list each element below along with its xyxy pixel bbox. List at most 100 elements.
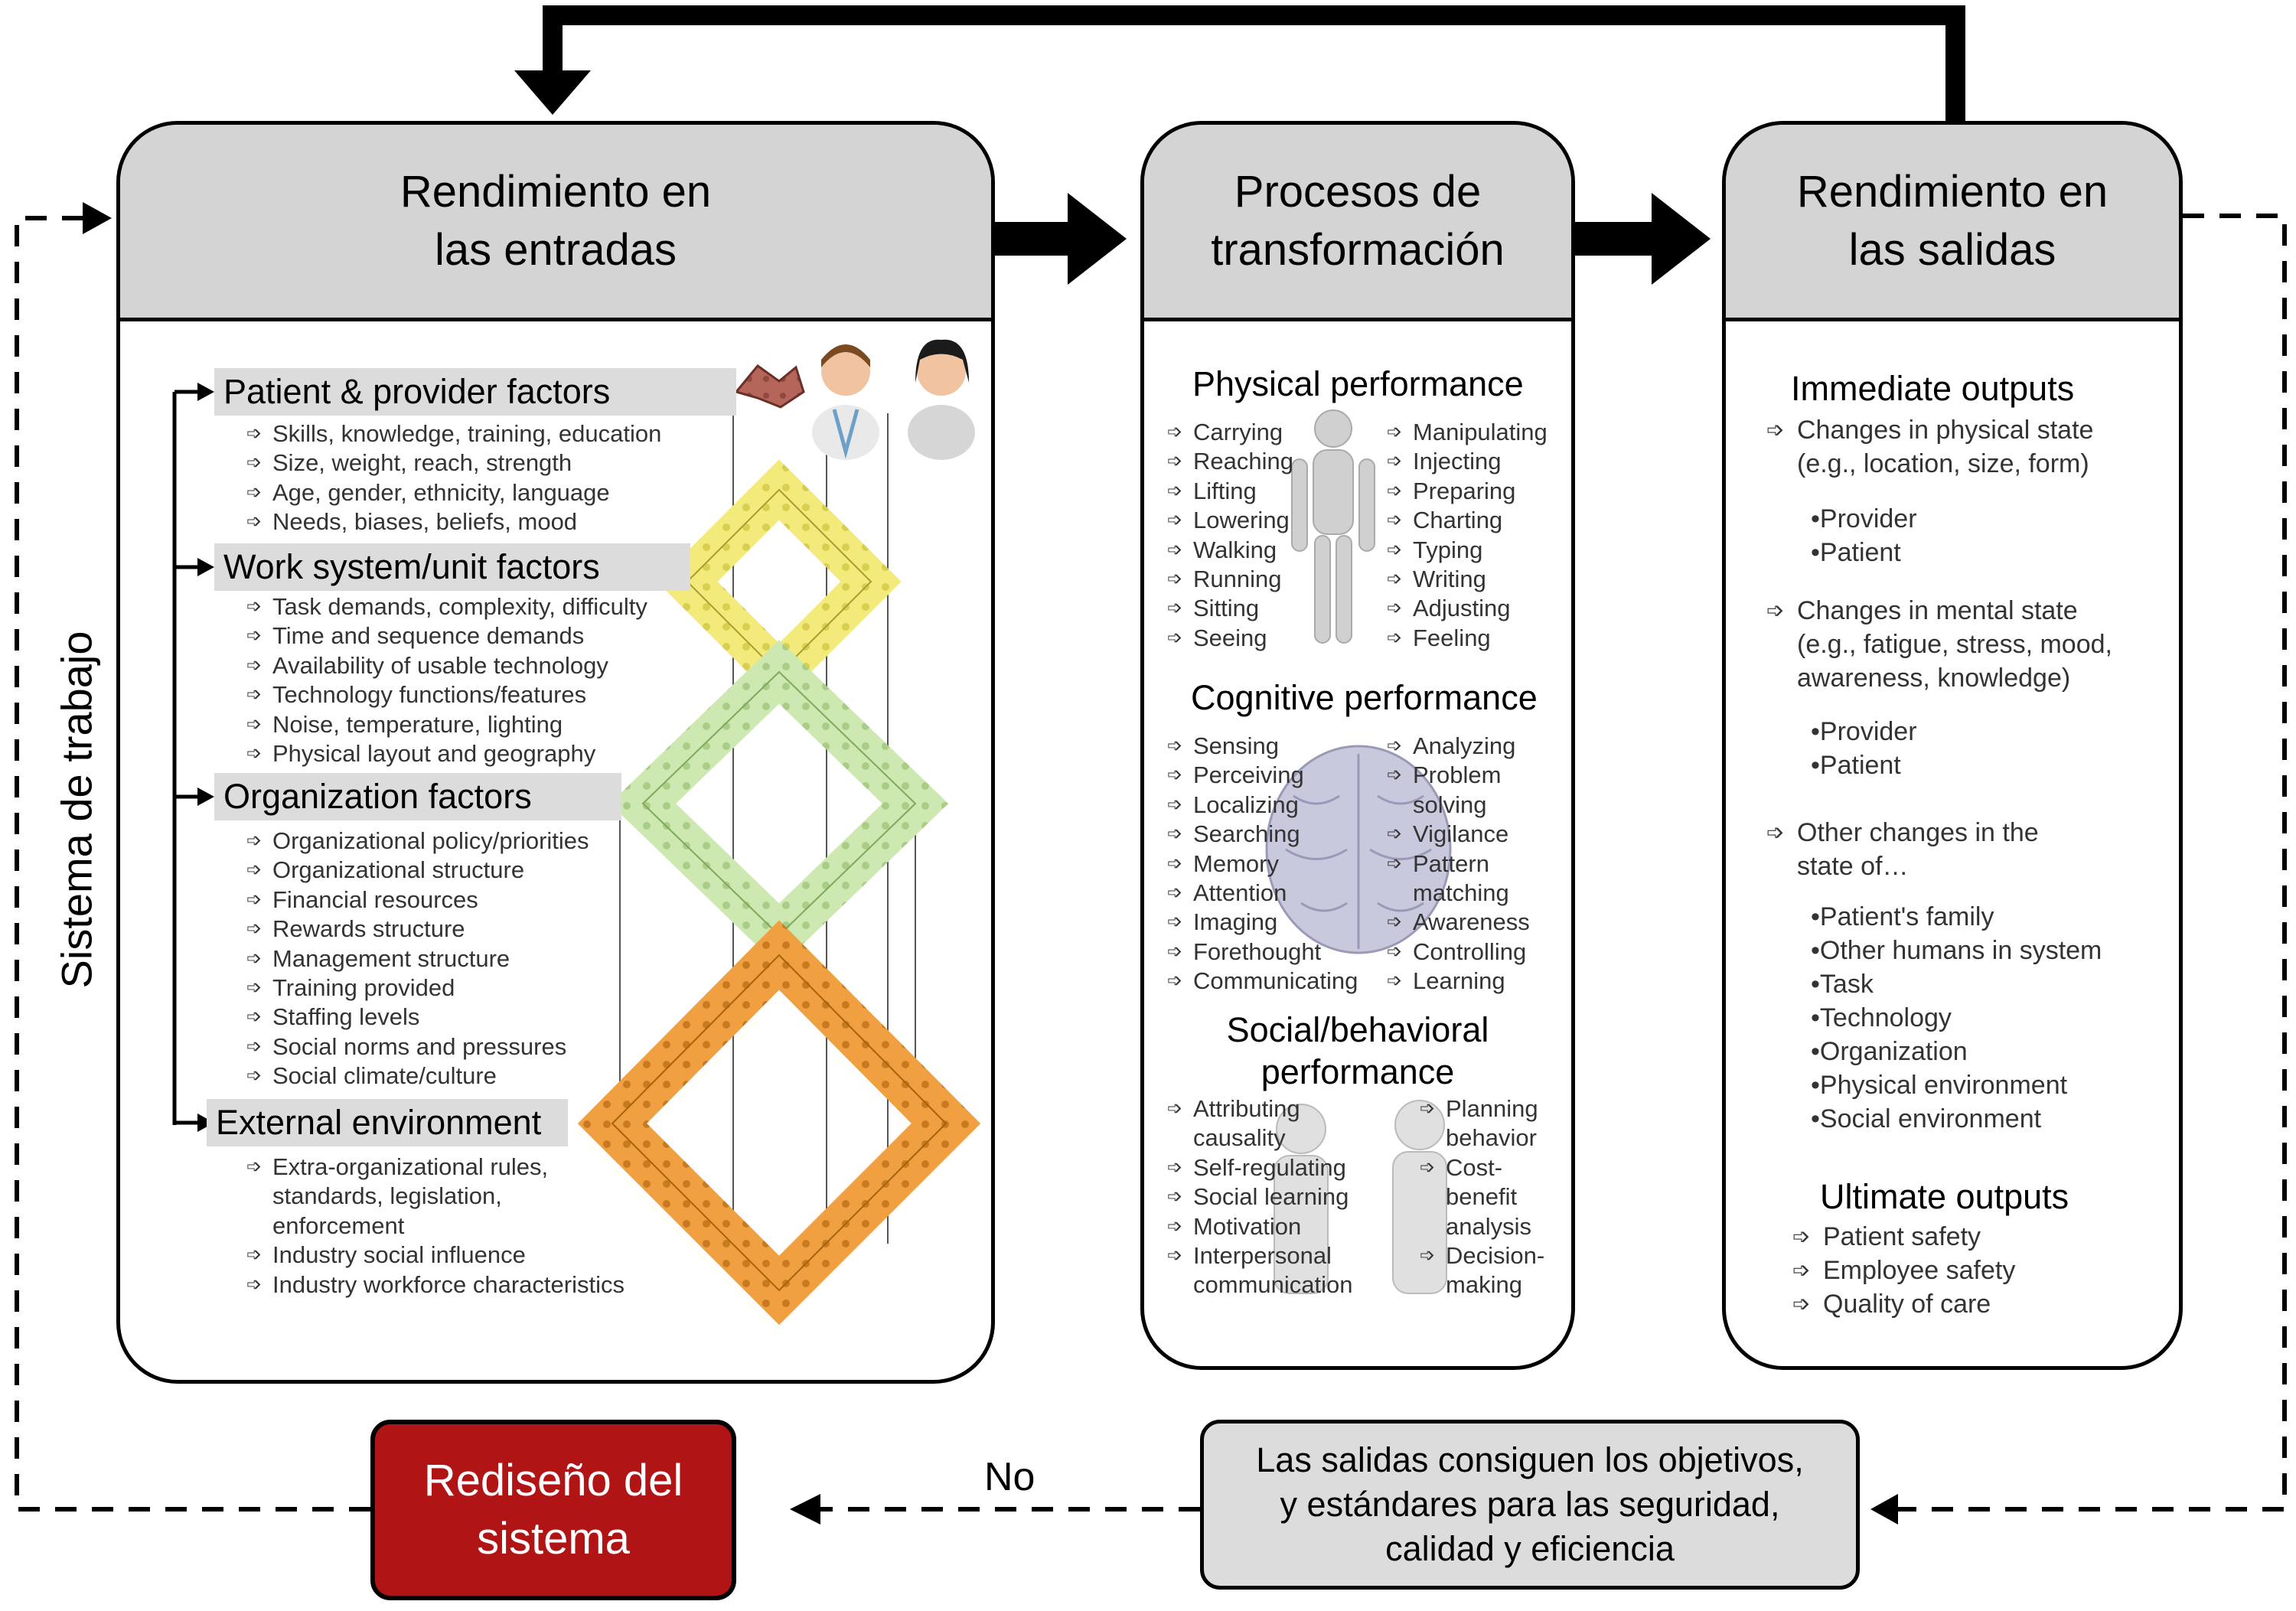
mental-state-sub: Provider Patient bbox=[1811, 715, 1917, 782]
list-item: Organization bbox=[1811, 1035, 2102, 1068]
list-item: ➩Social learning bbox=[1167, 1183, 1349, 1211]
arrow-bullet-icon: ➩ bbox=[1792, 1225, 1811, 1248]
list-item: ➩Employee safety bbox=[1792, 1254, 2015, 1287]
list-item: ➩Planning bbox=[1420, 1095, 1538, 1122]
list-item: Noise, temperature, lighting bbox=[246, 710, 647, 740]
inputs-title-line2: las entradas bbox=[435, 225, 677, 275]
list-item: Skills, knowledge, training, education bbox=[246, 419, 661, 449]
list-item: Perceiving bbox=[1167, 761, 1358, 791]
list-item: Charting bbox=[1387, 506, 1548, 536]
dashed-arrowhead-to-decision bbox=[1870, 1494, 1898, 1525]
process-title-line1: Procesos de bbox=[1234, 167, 1482, 217]
list-item: Social norms and pressures bbox=[246, 1032, 589, 1062]
outputs-header: Rendimiento en las salidas bbox=[1726, 125, 2179, 321]
list-item: Lowering bbox=[1167, 506, 1293, 536]
list-item: Rewards structure bbox=[246, 915, 589, 944]
list-item: Searching bbox=[1167, 820, 1358, 850]
decision-line3: calidad y eficiencia bbox=[1385, 1529, 1675, 1568]
list-item: Availability of usable technology bbox=[246, 651, 647, 681]
group-heading-organization: Organization factors bbox=[214, 773, 621, 820]
other-changes-sub: Patient's family Other humans in system … bbox=[1811, 900, 2102, 1136]
list-item: Memory bbox=[1167, 850, 1358, 879]
list-item: ➩Learning bbox=[1387, 967, 1505, 995]
list-item: Carrying bbox=[1167, 418, 1293, 448]
list-item: Social climate/culture bbox=[246, 1061, 589, 1091]
list-item: Size, weight, reach, strength bbox=[246, 448, 661, 478]
list-item: ➩Quality of care bbox=[1792, 1287, 2015, 1321]
patient-provider-items: Skills, knowledge, training, education S… bbox=[246, 419, 661, 537]
list-item: Provider bbox=[1811, 502, 1917, 536]
redesign-line2: sistema bbox=[477, 1514, 630, 1564]
physical-state-sub: Provider Patient bbox=[1811, 502, 1917, 569]
list-item: Sensing bbox=[1167, 732, 1358, 761]
puzzle-stack-graphic bbox=[577, 364, 981, 1326]
redesign-line1: Rediseño del bbox=[423, 1456, 683, 1505]
list-item: Walking bbox=[1167, 536, 1293, 566]
list-item: Running bbox=[1167, 565, 1293, 595]
list-item: Task demands, complexity, difficulty bbox=[246, 592, 647, 622]
list-item: Typing bbox=[1387, 536, 1548, 566]
list-item: Organizational policy/priorities bbox=[246, 827, 589, 856]
external-items: ➩Extra-organizational rules, standards, … bbox=[246, 1153, 625, 1300]
cognitive-right-items: ➩Analyzing ➩Problem solving ➩Vigilance ➩… bbox=[1387, 732, 1530, 996]
list-item: Provider bbox=[1811, 715, 1917, 748]
list-item: ➩Controlling bbox=[1387, 938, 1527, 965]
list-item: Patient bbox=[1811, 536, 1917, 569]
list-item-continuation: causality bbox=[1193, 1124, 1286, 1152]
list-item-continuation: enforcement bbox=[272, 1212, 405, 1239]
social-left-items: ➩Attributing causality ➩Self-regulating … bbox=[1167, 1094, 1352, 1300]
decision-line1: Las salidas consiguen los objetivos, bbox=[1256, 1440, 1804, 1479]
doctor-icon bbox=[812, 344, 879, 460]
list-item: ➩Vigilance bbox=[1387, 820, 1509, 848]
list-item: Attention bbox=[1167, 879, 1358, 908]
decision-line2: y estándares para las seguridad, bbox=[1280, 1485, 1780, 1524]
list-item: ➩Analyzing bbox=[1387, 732, 1516, 759]
arrow-bullet-icon: ➩ bbox=[1766, 418, 1785, 442]
physical-right-items: Manipulating Injecting Preparing Chartin… bbox=[1387, 418, 1548, 654]
process-title-line2: transformación bbox=[1211, 225, 1505, 275]
decision-box: Las salidas consiguen los objetivos, y e… bbox=[1200, 1420, 1860, 1590]
list-item: Training provided bbox=[246, 973, 589, 1003]
social-heading-line2: performance bbox=[1261, 1052, 1455, 1091]
ultimate-outputs-heading: Ultimate outputs bbox=[1820, 1177, 2069, 1216]
outputs-title-line2: las salidas bbox=[1848, 225, 2056, 275]
human-body-icon bbox=[1291, 409, 1375, 644]
dashed-feedback-loop bbox=[15, 214, 2287, 1512]
list-item: ➩Awareness bbox=[1387, 908, 1530, 936]
flow-arrow-inputs-to-process bbox=[995, 193, 1127, 285]
list-item: Patient's family bbox=[1811, 900, 2102, 934]
list-item: Physical layout and geography bbox=[246, 739, 647, 769]
list-item: Lifting bbox=[1167, 477, 1293, 507]
list-item: Sitting bbox=[1167, 594, 1293, 624]
arrow-bullet-icon: ➩ bbox=[1766, 598, 1785, 622]
list-item-continuation: behavior bbox=[1446, 1124, 1537, 1152]
list-item: ➩Interpersonal bbox=[1167, 1242, 1332, 1270]
list-item: ➩Cost- bbox=[1420, 1153, 1503, 1181]
list-item: ➩Industry social influence bbox=[246, 1241, 526, 1269]
list-item: ➩Extra-organizational rules, bbox=[246, 1153, 549, 1180]
group-heading-patient-provider: Patient & provider factors bbox=[214, 368, 736, 416]
list-item: ➩Self-regulating bbox=[1167, 1153, 1346, 1181]
list-item: Localizing bbox=[1167, 791, 1358, 820]
arrow-bullet-icon: ➩ bbox=[1792, 1258, 1811, 1282]
list-item-continuation: solving bbox=[1413, 791, 1487, 818]
work-system-items: Task demands, complexity, difficulty Tim… bbox=[246, 592, 647, 769]
cognitive-performance-heading: Cognitive performance bbox=[1191, 678, 1538, 717]
physical-state-item: ➩ Changes in physical state (e.g., locat… bbox=[1766, 413, 2093, 481]
list-item: Social environment bbox=[1811, 1102, 2102, 1136]
people-interaction-icon bbox=[1274, 1100, 1447, 1294]
outputs-box: Rendimiento en las salidas bbox=[1722, 121, 2183, 1370]
list-item: Feeling bbox=[1387, 624, 1548, 654]
list-item: ➩Motivation bbox=[1167, 1212, 1302, 1240]
list-item: ➩Patient safety bbox=[1792, 1220, 2015, 1254]
cognitive-left-items: Sensing Perceiving Localizing Searching … bbox=[1167, 732, 1358, 996]
ultimate-outputs-list: ➩Patient safety ➩Employee safety ➩Qualit… bbox=[1792, 1220, 2015, 1321]
list-item: Injecting bbox=[1387, 447, 1548, 477]
list-item: Preparing bbox=[1387, 477, 1548, 507]
list-item: Time and sequence demands bbox=[246, 621, 647, 651]
flow-arrow-process-to-outputs bbox=[1575, 193, 1711, 285]
process-box: Procesos de transformación bbox=[1140, 121, 1575, 1370]
list-item: ➩Industry workforce characteristics bbox=[246, 1270, 625, 1298]
list-item-continuation: making bbox=[1446, 1271, 1522, 1299]
